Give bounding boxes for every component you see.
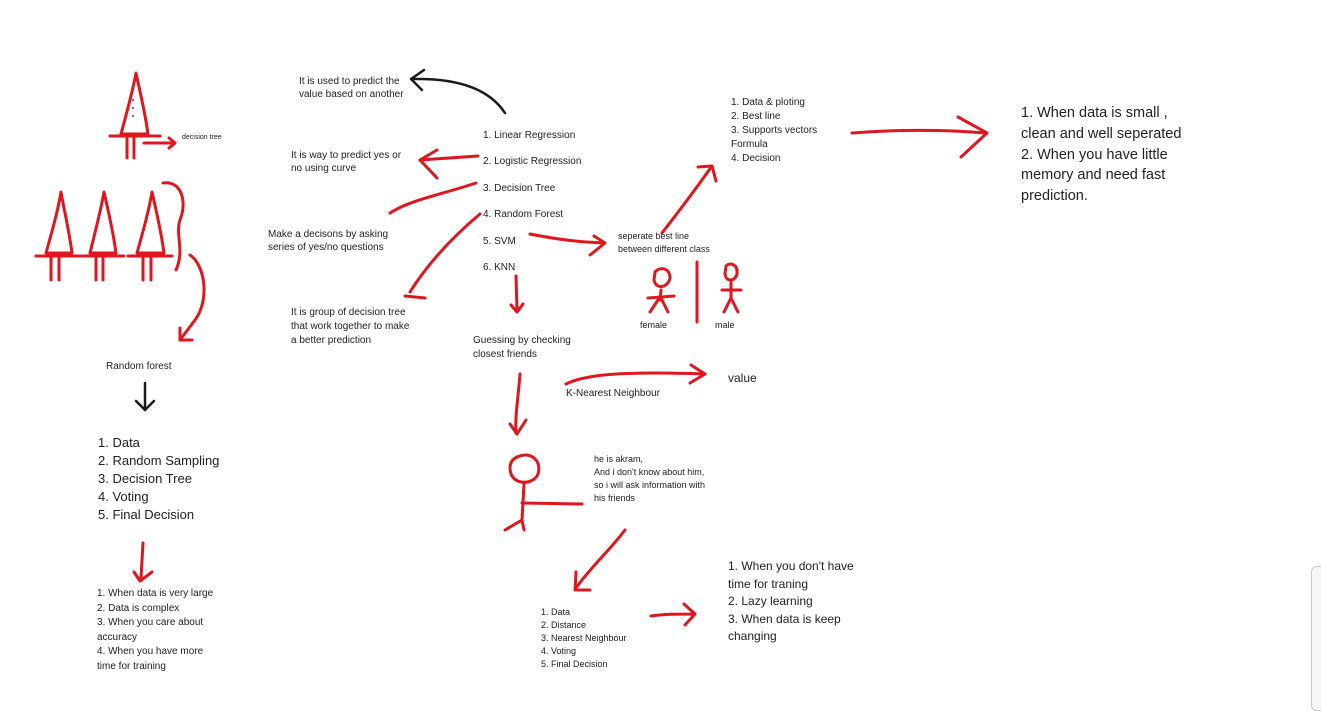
random-forest-label: Random forest [106, 361, 172, 372]
linear-arrow [409, 68, 507, 115]
list-item: 1. Data [541, 607, 571, 617]
list-item: 4. Voting [541, 646, 577, 656]
single-tree-sketch [108, 71, 177, 160]
algorithm-decision-tree: 3. Decision Tree [483, 182, 556, 194]
list-item: Formula [731, 139, 768, 150]
list-item: 4. Decision [731, 153, 781, 164]
list-item: 2. Random Sampling [98, 453, 220, 468]
list-item: 3. Nearest Neighbour [541, 633, 627, 643]
knn-when: 1. When you don't have time for traning … [728, 558, 854, 646]
akram-note: he is akram, And i don't know about him,… [594, 454, 706, 503]
svm-when: 1. When data is small , clean and well s… [1021, 103, 1181, 207]
list-item: 3. When data is keep [728, 611, 841, 626]
rf-steps: 1. Data 2. Random Sampling 3. Decision T… [98, 434, 219, 524]
list-item: accuracy [97, 631, 138, 643]
list-item: 3. Supports vectors [731, 125, 818, 136]
list-item: memory and need fast [1021, 167, 1166, 184]
logistic-arrow [418, 148, 480, 180]
list-item: time for training [97, 660, 166, 672]
dtree-desc: Make a decisons by asking series of yes/… [268, 229, 389, 253]
rf-down-arrow [134, 381, 156, 412]
rf-when-arrow [132, 541, 154, 583]
svm-figures [646, 260, 743, 324]
algorithm-svm: 5. SVM [483, 235, 516, 247]
knn-when-arrow [649, 602, 697, 627]
value-label: value [728, 371, 757, 385]
svm-desc: seperate best line between different cla… [618, 231, 710, 254]
knn-steps-arrow [573, 528, 627, 592]
list-item: 1. Data [98, 435, 140, 450]
list-item: 5. Final Decision [98, 507, 195, 522]
list-item: clean and well seperated [1021, 125, 1182, 142]
list-item: 4. When you have more [97, 646, 204, 657]
list-item: 3. Decision Tree [98, 471, 192, 486]
algorithm-random-forest: 4. Random Forest [483, 209, 564, 221]
knn-down-arrow [509, 274, 525, 314]
value-arrow [564, 363, 707, 386]
decision-tree-label: decision tree [182, 134, 222, 141]
list-item: 2. Distance [541, 620, 587, 630]
list-item: 2. Lazy learning [728, 594, 813, 608]
svm-arrow [528, 232, 607, 257]
algorithm-logistic: 2. Logistic Regression [483, 156, 582, 168]
knn-steps: 1. Data 2. Distance 3. Nearest Neighbour… [541, 606, 627, 671]
algorithm-knn: 6. KNN [483, 262, 516, 274]
list-item: 1. When you don't have [728, 559, 854, 573]
algorithm-list: 1. Linear Regression 2. Logistic Regress… [483, 123, 581, 281]
rforest-arrow [403, 212, 482, 300]
list-item: prediction. [1021, 188, 1088, 205]
dtree-arrow [388, 181, 478, 215]
list-item: 3. When you care about [97, 617, 204, 628]
linear-desc: It is used to predict the value based on… [299, 76, 404, 100]
logistic-desc: It is way to predict yes or no using cur… [291, 150, 402, 174]
forest-sketch [34, 181, 206, 342]
list-item: 1. Data & ploting [731, 97, 805, 108]
knn-desc: Guessing by checking closest friends [473, 335, 571, 360]
list-item: 4. Voting [98, 489, 149, 504]
list-item: 2. When you have little [1021, 146, 1168, 163]
rforest-desc: It is group of decision tree that work t… [291, 307, 410, 346]
svm-when-arrow [850, 115, 989, 159]
list-item: 1. When data is very large [97, 588, 214, 599]
list-item: 2. Data is complex [97, 602, 180, 614]
list-item: 5. Final Decision [541, 659, 608, 669]
svm-steps: 1. Data & ploting 2. Best line 3. Suppor… [731, 96, 817, 166]
knn-fullname: K-Nearest Neighbour [566, 388, 660, 399]
algorithm-linear: 1. Linear Regression [483, 130, 576, 141]
svm-up-arrow [660, 164, 718, 235]
list-item: 1. When data is small , [1021, 105, 1168, 121]
scrollbar-handle[interactable] [1311, 566, 1321, 711]
akram-figure [503, 453, 584, 532]
list-item: 2. Best line [731, 111, 781, 122]
rf-when: 1. When data is very large 2. Data is co… [97, 587, 213, 674]
male-label: male [715, 320, 735, 330]
female-label: female [640, 320, 668, 330]
list-item: changing [728, 629, 777, 643]
list-item: time for traning [728, 576, 809, 591]
knn-long-arrow [508, 372, 528, 436]
